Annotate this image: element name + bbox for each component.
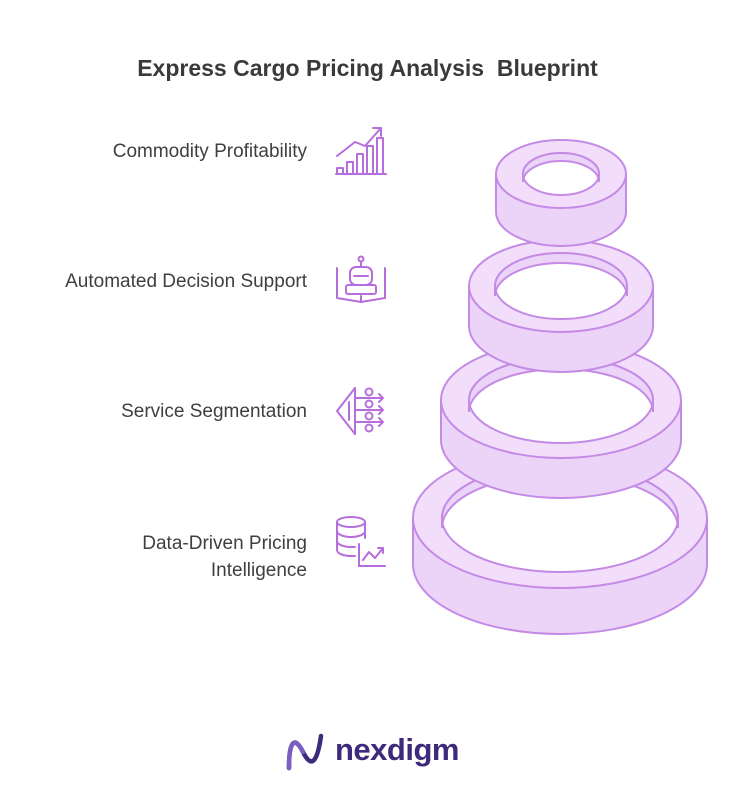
ring-service-segmentation xyxy=(440,341,682,499)
database-chart-icon xyxy=(336,516,386,567)
brand-name: nexdigm xyxy=(335,732,459,767)
label-automated-decision-support: Automated Decision Support xyxy=(65,271,307,292)
ring-commodity-profitability xyxy=(495,139,627,247)
nexdigm-logo-icon xyxy=(286,733,324,771)
label-commodity-profitability: Commodity Profitability xyxy=(112,141,307,162)
label-service-segmentation: Service Segmentation xyxy=(121,401,307,422)
label-line: Intelligence xyxy=(210,560,307,581)
segmentation-flow-icon xyxy=(336,387,384,435)
page-title: Express Cargo Pricing Analysis Blueprint xyxy=(137,55,598,81)
label-data-driven-pricing: Data-Driven Pricing Intelligence xyxy=(142,530,307,584)
ring-automated-decision-support xyxy=(468,239,654,373)
robot-book-icon xyxy=(336,255,386,303)
label-line: Data-Driven Pricing xyxy=(142,533,307,554)
bar-chart-growth-icon xyxy=(335,127,387,175)
